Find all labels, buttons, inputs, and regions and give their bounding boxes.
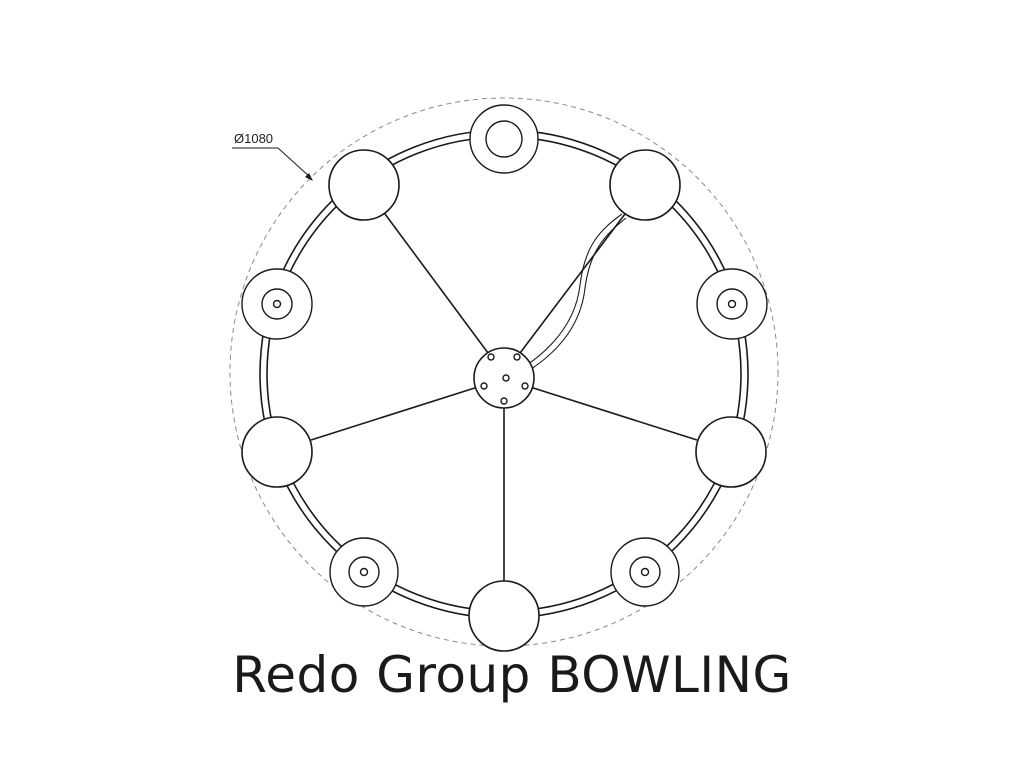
suspension-cables xyxy=(310,213,698,582)
ring-shade-left xyxy=(241,268,313,340)
ring-shade-right xyxy=(696,268,768,340)
globe-lamp-bottom xyxy=(468,580,540,652)
globe-lamp-right xyxy=(695,416,767,488)
drawing-title: Redo Group BOWLING xyxy=(232,646,792,704)
ring-shade-bottom-right xyxy=(610,537,680,607)
globe-lamp-left xyxy=(241,416,313,488)
power-cable xyxy=(504,213,627,384)
outer-diameter-circle xyxy=(229,97,779,647)
canopy-hub xyxy=(473,347,535,409)
ring-shade-bottom-left xyxy=(329,537,399,607)
globe-lamp-top-right xyxy=(609,149,681,221)
globe-lamp-top-left xyxy=(328,149,400,221)
ring-shade-top xyxy=(469,104,539,174)
dimension-label: Ø1080 xyxy=(234,131,273,146)
dimension-leader xyxy=(232,147,313,181)
